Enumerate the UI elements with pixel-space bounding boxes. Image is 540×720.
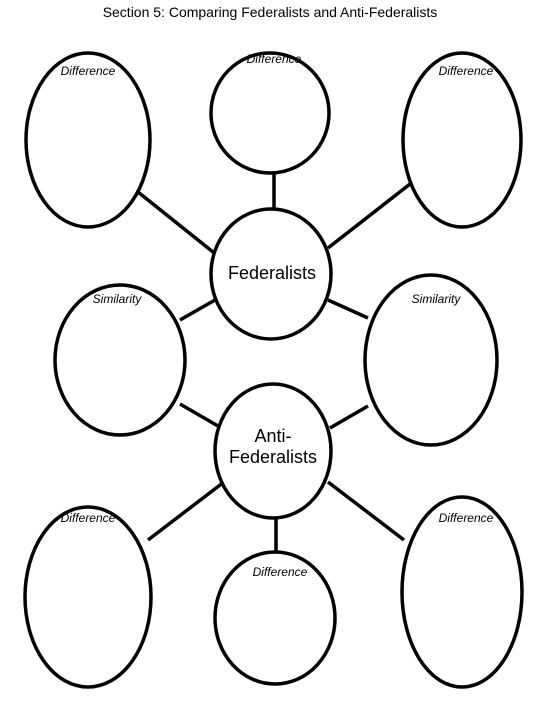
similarity-ellipse-right[interactable] bbox=[363, 273, 499, 447]
difference-ellipse-top-left[interactable] bbox=[24, 51, 152, 229]
connector-antifederalists-similarity-left bbox=[179, 402, 219, 428]
connector-federalists-similarity-left bbox=[179, 298, 216, 322]
difference-ellipse-bottom-right[interactable] bbox=[400, 495, 524, 689]
difference-ellipse-bottom-center[interactable] bbox=[213, 550, 337, 686]
difference-label-bottom-center: Difference bbox=[253, 565, 308, 579]
page-title: Section 5: Comparing Federalists and Ant… bbox=[103, 4, 438, 20]
connector-antifederalists-similarity-right bbox=[329, 404, 369, 430]
difference-label-top-right: Difference bbox=[439, 64, 494, 78]
connector-federalists-difference-right bbox=[326, 182, 412, 250]
difference-label-top-left: Difference bbox=[61, 64, 116, 78]
connector-federalists-difference-left bbox=[136, 190, 220, 258]
difference-ellipse-bottom-left[interactable] bbox=[23, 505, 153, 689]
difference-label-bottom-left: Difference bbox=[61, 511, 116, 525]
anti-federalists-label-line1: Anti- bbox=[254, 426, 291, 446]
difference-label-bottom-right: Difference bbox=[439, 511, 494, 525]
connector-antifederalists-difference-left bbox=[146, 480, 226, 542]
connector-antifederalists-difference-right bbox=[326, 480, 406, 542]
federalists-label: Federalists bbox=[228, 263, 316, 283]
connector-lines bbox=[136, 172, 412, 552]
anti-federalists-ellipse[interactable] bbox=[213, 382, 333, 520]
connector-federalists-similarity-right bbox=[327, 298, 369, 320]
difference-label-top-center: Difference bbox=[247, 52, 302, 66]
anti-federalists-label-line2: Federalists bbox=[229, 447, 317, 467]
difference-ellipse-top-center[interactable] bbox=[209, 51, 331, 175]
similarity-ellipse-left[interactable] bbox=[53, 283, 187, 437]
difference-ellipse-top-right[interactable] bbox=[401, 51, 523, 229]
similarity-label-left: Similarity bbox=[93, 292, 143, 306]
similarity-label-right: Similarity bbox=[412, 292, 462, 306]
federalists-ellipse[interactable] bbox=[209, 207, 333, 341]
